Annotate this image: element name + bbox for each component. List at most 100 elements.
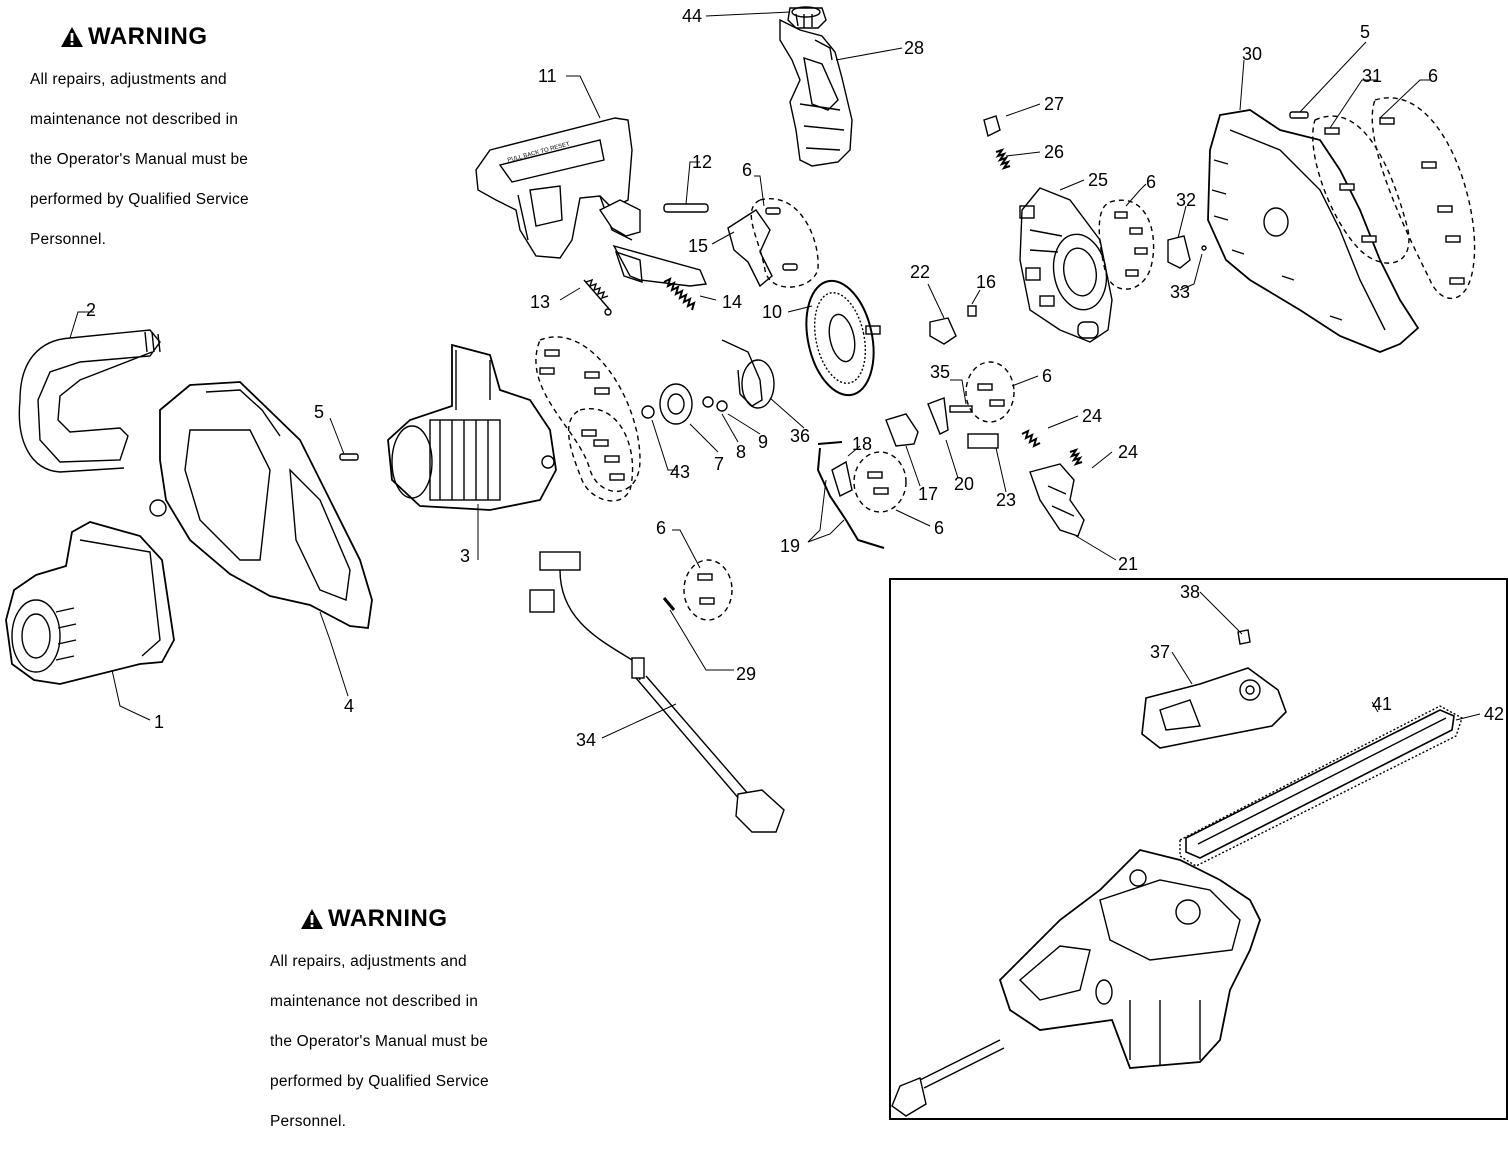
callout-6: 6 — [1428, 66, 1438, 86]
part-32-tensioner — [1167, 235, 1191, 269]
callout-36: 36 — [790, 426, 810, 446]
part-14-spring — [663, 277, 696, 311]
callout-26: 26 — [1044, 142, 1064, 162]
warning-body-text: All repairs, adjustments and maintenance… — [30, 50, 290, 270]
part-28-oil-tank — [779, 18, 853, 167]
inset-frame — [889, 578, 1508, 1120]
warning-line: the Operator's Manual must be — [270, 1033, 489, 1050]
callout-10: 10 — [762, 302, 782, 322]
warning-heading: WARNING — [300, 906, 530, 932]
warning-line: All repairs, adjustments and — [270, 953, 467, 970]
warning-line: performed by Qualified Service — [30, 191, 249, 208]
warning-triangle-icon — [61, 27, 83, 47]
callout-9: 9 — [758, 432, 768, 452]
part-22-switch-holder — [929, 317, 957, 345]
warning-line: All repairs, adjustments and — [30, 71, 227, 88]
callout-24: 24 — [1082, 406, 1102, 426]
callout-5: 5 — [1360, 22, 1370, 42]
part-9-clip — [716, 400, 728, 412]
callout-6: 6 — [1042, 366, 1052, 386]
callout-38: 38 — [1180, 582, 1200, 602]
part-25-inner-housing — [1019, 187, 1113, 343]
part-37-sprocket-cover — [1141, 667, 1287, 749]
part-41-guide-bar — [1185, 709, 1455, 859]
callout-32: 32 — [1176, 190, 1196, 210]
callout-6: 6 — [1146, 172, 1156, 192]
part-42-saw-chain — [1179, 705, 1463, 867]
part-10-drive-gear — [805, 279, 881, 397]
callout-29: 29 — [736, 664, 756, 684]
part-6-screws-f — [853, 451, 907, 513]
part-21-lockout — [1029, 463, 1085, 537]
part-12-pin — [663, 203, 709, 213]
part-13-spring — [583, 278, 612, 316]
part-brake-link — [598, 199, 708, 287]
part-17-switch — [885, 413, 919, 447]
callout-11: 11 — [538, 66, 557, 86]
part-4-rear-handle-housing — [149, 381, 373, 629]
callout-27: 27 — [1044, 94, 1064, 114]
callout-23: 23 — [996, 490, 1016, 510]
callout-44: 44 — [682, 6, 702, 26]
callout-12: 12 — [692, 152, 712, 172]
warning-body-text: All repairs, adjustments and maintenance… — [270, 932, 530, 1152]
warning-notice-top: WARNING All repairs, adjustments and mai… — [30, 24, 290, 270]
part-24-spring-b — [1069, 448, 1083, 466]
callout-2: 2 — [86, 300, 96, 320]
part-33-washer — [1201, 245, 1207, 251]
assembled-chainsaw — [891, 849, 1261, 1117]
callout-33: 33 — [1170, 282, 1190, 302]
parts-diagram: WARNING All repairs, adjustments and mai… — [5, 6, 1508, 1130]
warning-line: maintenance not described in — [30, 111, 239, 128]
part-23-trigger — [967, 433, 999, 449]
part-16-screw — [967, 305, 977, 317]
warning-triangle-icon — [301, 909, 323, 929]
callout-41: 41 — [1372, 694, 1392, 714]
callout-6: 6 — [742, 160, 752, 180]
part-31-screws — [1312, 115, 1410, 264]
part-5-screw-a — [1289, 111, 1309, 119]
warning-heading: WARNING — [60, 24, 290, 50]
callout-37: 37 — [1150, 642, 1170, 662]
callout-21: 21 — [1118, 554, 1138, 574]
warning-notice-bottom: WARNING All repairs, adjustments and mai… — [270, 906, 530, 1152]
exploded-view-drawing: PULL BACK TO RESET — [5, 6, 1508, 1120]
part-2-front-handle — [18, 329, 161, 473]
part-27-clip — [983, 115, 1001, 138]
callout-34: 34 — [576, 730, 596, 750]
part-6-screws-d — [535, 336, 641, 502]
callout-7: 7 — [714, 454, 724, 474]
callout-5: 5 — [314, 402, 324, 422]
part-8-washer — [702, 396, 714, 408]
warning-line: Personnel. — [30, 231, 107, 248]
part-18-19-wiring — [816, 441, 885, 549]
callout-31: 31 — [1362, 66, 1382, 86]
part-29-clip — [662, 597, 676, 611]
part-34-power-cord — [529, 551, 785, 833]
part-6-screws-g — [683, 559, 733, 621]
callout-24: 24 — [1118, 442, 1138, 462]
callout-18: 18 — [852, 434, 872, 454]
callout-6: 6 — [934, 518, 944, 538]
callout-8: 8 — [736, 442, 746, 462]
part-1-motor-cover — [5, 521, 175, 685]
callout-13: 13 — [530, 292, 550, 312]
leader-lines — [69, 11, 1481, 739]
callout-30: 30 — [1242, 44, 1262, 64]
callout-1: 1 — [154, 712, 164, 732]
callout-20: 20 — [954, 474, 974, 494]
callout-6: 6 — [656, 518, 666, 538]
callout-15: 15 — [688, 236, 708, 256]
warning-title-text: WARNING — [328, 905, 448, 932]
callout-22: 22 — [910, 262, 930, 282]
callout-4: 4 — [344, 696, 354, 716]
part-15-lever — [727, 209, 773, 288]
callout-numbers: 44 28 11 12 6 15 13 14 10 27 26 25 6 32 … — [86, 6, 1504, 750]
part-6-screws-e — [965, 361, 1015, 423]
callout-19: 19 — [780, 536, 800, 556]
part-7-pinion — [659, 383, 693, 425]
warning-line: maintenance not described in — [270, 993, 479, 1010]
part-43-bearing — [641, 405, 655, 419]
warning-title-text: WARNING — [88, 23, 208, 50]
callout-17: 17 — [918, 484, 938, 504]
